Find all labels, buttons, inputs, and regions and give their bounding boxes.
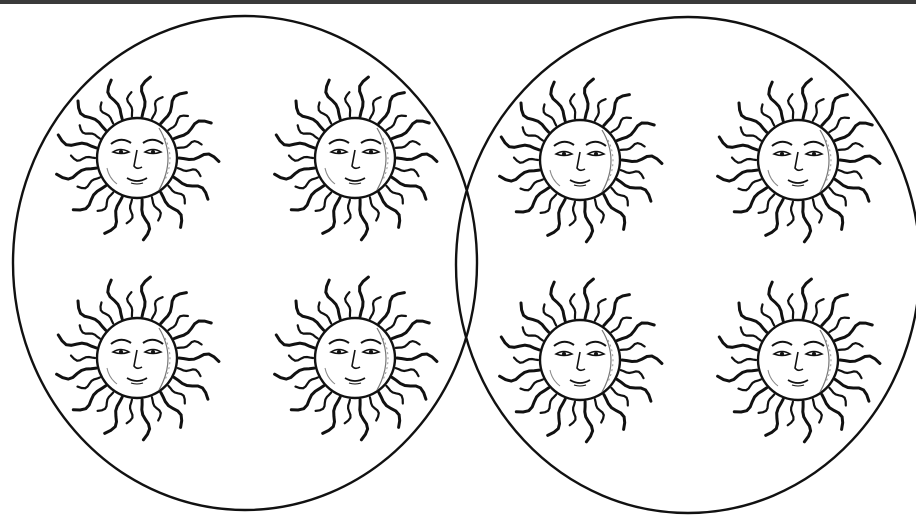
- sun-face-icon: [275, 77, 437, 240]
- sun-face-icon: [57, 77, 219, 240]
- sun-face-icon: [275, 277, 437, 440]
- sun-face-icon: [718, 279, 880, 442]
- sun-face-icon: [500, 79, 662, 242]
- sun-face-icon: [718, 79, 880, 242]
- group-ring-left: [13, 16, 477, 510]
- sun-face-icon: [57, 277, 219, 440]
- sun-face-icon: [500, 279, 662, 442]
- sun-items: [57, 77, 880, 442]
- group-ring-right: [456, 17, 916, 513]
